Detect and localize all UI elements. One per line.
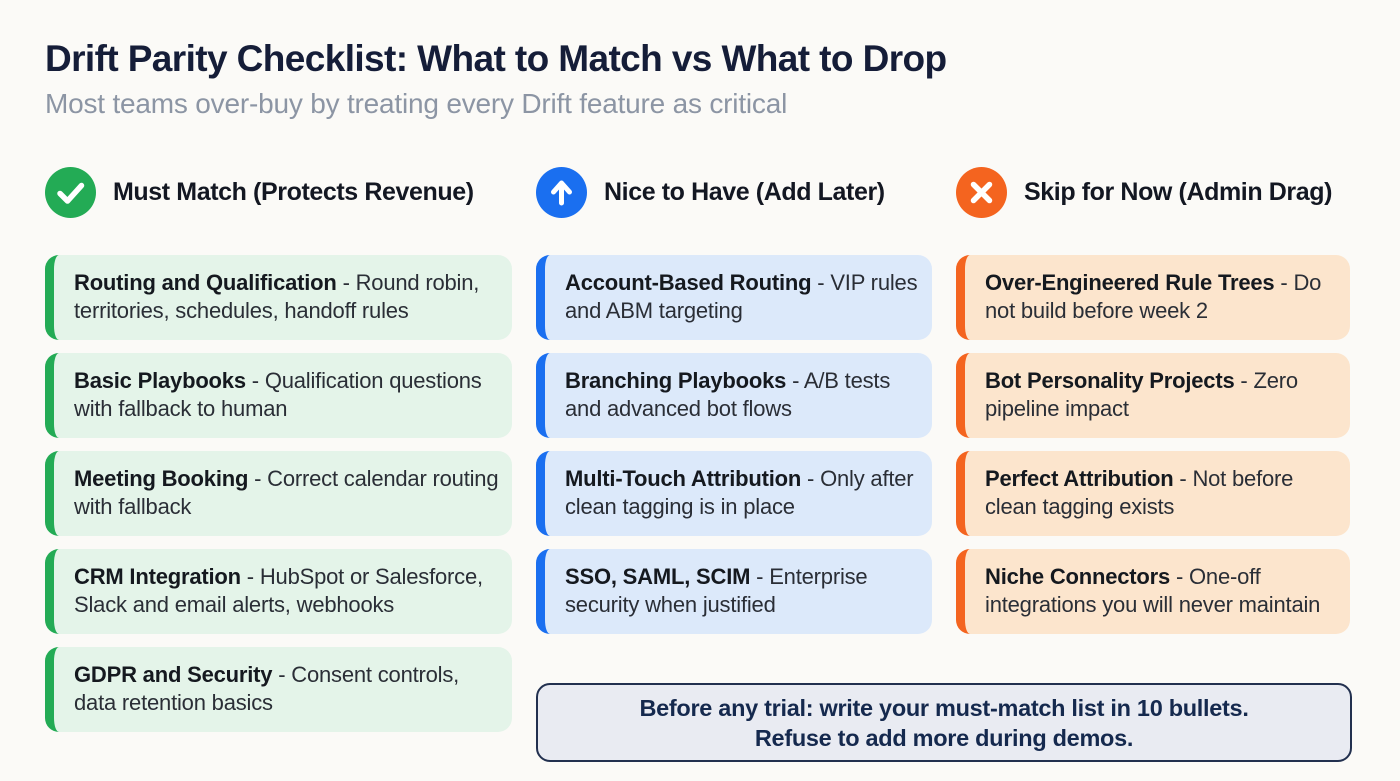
card-title: Branching Playbooks xyxy=(565,367,787,393)
card-title: Niche Connectors xyxy=(985,563,1171,589)
card-description: Enterprise security when justified xyxy=(565,563,868,617)
card-description: Consent controls, data retention basics xyxy=(74,661,460,715)
card-title: CRM Integration xyxy=(74,563,241,589)
columns-grid: Must Match (Protects Revenue) Routing an… xyxy=(45,167,1352,732)
column-header-label: Nice to Have (Add Later) xyxy=(604,178,885,207)
page-title: Drift Parity Checklist: What to Match vs… xyxy=(45,38,947,79)
checklist-card: Multi-Touch Attribution - Only after cle… xyxy=(536,450,932,536)
card-separator: - xyxy=(1234,367,1254,393)
column-header-label: Skip for Now (Admin Drag) xyxy=(1024,178,1333,207)
checklist-card: Account-Based Routing - VIP rules and AB… xyxy=(536,254,932,340)
card-list: Over-Engineered Rule Trees - Do not buil… xyxy=(956,254,1350,634)
pre-trial-note: Before any trial: write your must-match … xyxy=(536,683,1352,762)
card-description: Only after clean tagging is in place xyxy=(565,465,914,519)
checklist-card: Branching Playbooks - A/B tests and adva… xyxy=(536,352,932,438)
card-title: Perfect Attribution xyxy=(985,465,1174,491)
check-circle-icon xyxy=(45,167,96,219)
card-description: Round robin, territories, schedules, han… xyxy=(74,269,480,323)
card-description: VIP rules and ABM targeting xyxy=(565,269,918,323)
page-subtitle: Most teams over-buy by treating every Dr… xyxy=(45,87,788,119)
card-list: Routing and Qualification - Round robin,… xyxy=(45,254,512,732)
card-separator: - xyxy=(245,367,265,393)
checklist-card: CRM Integration - HubSpot or Salesforce,… xyxy=(45,548,512,634)
column-icon xyxy=(536,167,587,219)
checklist-card: SSO, SAML, SCIM - Enterprise security wh… xyxy=(536,548,932,634)
card-title: SSO, SAML, SCIM xyxy=(565,563,751,589)
checklist-card: Basic Playbooks - Qualification question… xyxy=(45,352,512,438)
card-separator: - xyxy=(801,465,821,491)
checklist-page: Drift Parity Checklist: What to Match vs… xyxy=(45,38,1352,732)
card-description: Correct calendar routing with fallback xyxy=(74,465,499,519)
column-header: Must Match (Protects Revenue) xyxy=(45,167,512,219)
card-title: Meeting Booking xyxy=(74,465,249,491)
card-separator: - xyxy=(786,367,804,393)
arrow-up-circle-icon xyxy=(536,167,587,219)
checklist-card: Meeting Booking - Correct calendar routi… xyxy=(45,450,512,536)
column-icon xyxy=(956,167,1007,219)
checklist-card: Niche Connectors - One-off integrations … xyxy=(956,548,1350,634)
column-header: Skip for Now (Admin Drag) xyxy=(956,167,1350,219)
card-description: A/B tests and advanced bot flows xyxy=(565,367,891,421)
card-title: Bot Personality Projects xyxy=(985,367,1235,393)
card-description: Zero pipeline impact xyxy=(985,367,1298,421)
card-separator: - xyxy=(248,465,268,491)
column-nice-to-have: Nice to Have (Add Later) Account-Based R… xyxy=(536,167,932,732)
card-description: HubSpot or Salesforce, Slack and email a… xyxy=(74,563,483,617)
card-separator: - xyxy=(811,269,831,295)
card-description: One-off integrations you will never main… xyxy=(985,563,1321,617)
card-separator: - xyxy=(336,269,356,295)
card-title: Basic Playbooks xyxy=(74,367,246,393)
card-title: Over-Engineered Rule Trees xyxy=(985,269,1275,295)
checklist-card: Routing and Qualification - Round robin,… xyxy=(45,254,512,340)
card-separator: - xyxy=(1173,465,1193,491)
checklist-card: Over-Engineered Rule Trees - Do not buil… xyxy=(956,254,1350,340)
note-line-1: Before any trial: write your must-match … xyxy=(639,694,1249,721)
card-list: Account-Based Routing - VIP rules and AB… xyxy=(536,254,932,634)
column-header: Nice to Have (Add Later) xyxy=(536,167,932,219)
x-circle-icon xyxy=(956,167,1007,219)
column-header-label: Must Match (Protects Revenue) xyxy=(113,178,474,207)
card-separator: - xyxy=(272,661,292,687)
card-title: GDPR and Security xyxy=(74,661,273,687)
card-title: Account-Based Routing xyxy=(565,269,812,295)
card-title: Multi-Touch Attribution xyxy=(565,465,802,491)
card-separator: - xyxy=(240,563,260,589)
card-description: Not before clean tagging exists xyxy=(985,465,1294,519)
column-skip-for-now: Skip for Now (Admin Drag) Over-Engineere… xyxy=(956,167,1350,732)
checklist-card: Bot Personality Projects - Zero pipeline… xyxy=(956,352,1350,438)
checklist-card: Perfect Attribution - Not before clean t… xyxy=(956,450,1350,536)
card-description: Qualification questions with fallback to… xyxy=(74,367,482,421)
card-separator: - xyxy=(750,563,770,589)
card-description: Do not build before week 2 xyxy=(985,269,1322,323)
column-icon xyxy=(45,167,96,219)
card-separator: - xyxy=(1274,269,1294,295)
card-separator: - xyxy=(1170,563,1190,589)
checklist-card: GDPR and Security - Consent controls, da… xyxy=(45,646,512,732)
column-must-match: Must Match (Protects Revenue) Routing an… xyxy=(45,167,512,732)
card-title: Routing and Qualification xyxy=(74,269,337,295)
note-line-2: Refuse to add more during demos. xyxy=(754,724,1134,751)
